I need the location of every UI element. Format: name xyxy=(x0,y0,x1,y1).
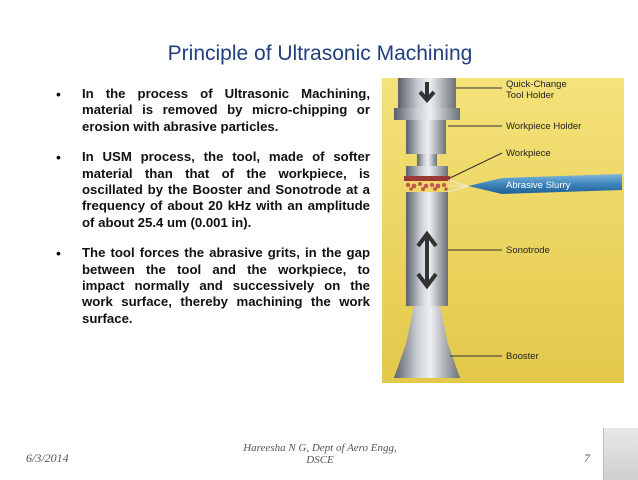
usm-diagram-svg: Quick-Change Tool Holder Workpiece Holde… xyxy=(382,78,624,383)
holder-neck xyxy=(406,120,446,154)
label-booster: Booster xyxy=(506,351,539,362)
leader-lines xyxy=(448,87,503,357)
footer-date: 6/3/2014 xyxy=(26,451,69,465)
abrasive-particles xyxy=(405,182,448,191)
holder-collar xyxy=(394,108,460,120)
label-workpiece: Workpiece xyxy=(506,148,551,159)
footer-author-line1: Hareesha N G, Dept of Aero Engg, xyxy=(243,442,397,454)
slide-corner-decoration xyxy=(603,428,638,480)
bullet-text: In the process of Ultrasonic Machining, … xyxy=(82,86,370,134)
workpiece xyxy=(404,176,450,181)
bullet-text: In USM process, the tool, made of softer… xyxy=(82,149,370,230)
slurry-nozzle xyxy=(468,174,622,194)
label-tool-holder: Tool Holder xyxy=(506,90,554,101)
bullet-item: • In the process of Ultrasonic Machining… xyxy=(48,86,370,135)
label-quick-change: Quick-Change xyxy=(506,79,567,90)
bullet-marker: • xyxy=(56,149,61,166)
label-abrasive-slurry: Abrasive Slurry xyxy=(506,180,571,191)
vibration-down-arrow-icon xyxy=(418,82,436,104)
workpiece-holder xyxy=(406,166,448,176)
vibration-updown-arrow-icon xyxy=(416,230,438,290)
footer-page-number: 7 xyxy=(584,451,590,465)
booster xyxy=(394,306,460,378)
bullet-item: • The tool forces the abrasive grits, in… xyxy=(48,245,370,327)
label-sonotrode: Sonotrode xyxy=(506,245,550,256)
bullet-item: • In USM process, the tool, made of soft… xyxy=(48,149,370,231)
bullet-marker: • xyxy=(56,86,61,102)
bullet-marker: • xyxy=(56,245,61,262)
bullet-list: • In the process of Ultrasonic Machining… xyxy=(48,86,370,341)
slide-title: Principle of Ultrasonic Machining xyxy=(167,42,473,65)
bullet-text: The tool forces the abrasive grits, in t… xyxy=(82,245,370,326)
slurry-spray xyxy=(447,179,469,193)
usm-illustration: Quick-Change Tool Holder Workpiece Holde… xyxy=(382,78,624,383)
workpiece-holder-stem xyxy=(417,154,437,168)
label-workpiece-holder: Workpiece Holder xyxy=(506,121,581,132)
footer-author-line2: DSCE xyxy=(306,454,334,466)
footer-author: Hareesha N G, Dept of Aero Engg, DSCE xyxy=(230,442,410,466)
diagram-labels: Quick-Change Tool Holder Workpiece Holde… xyxy=(506,79,581,362)
